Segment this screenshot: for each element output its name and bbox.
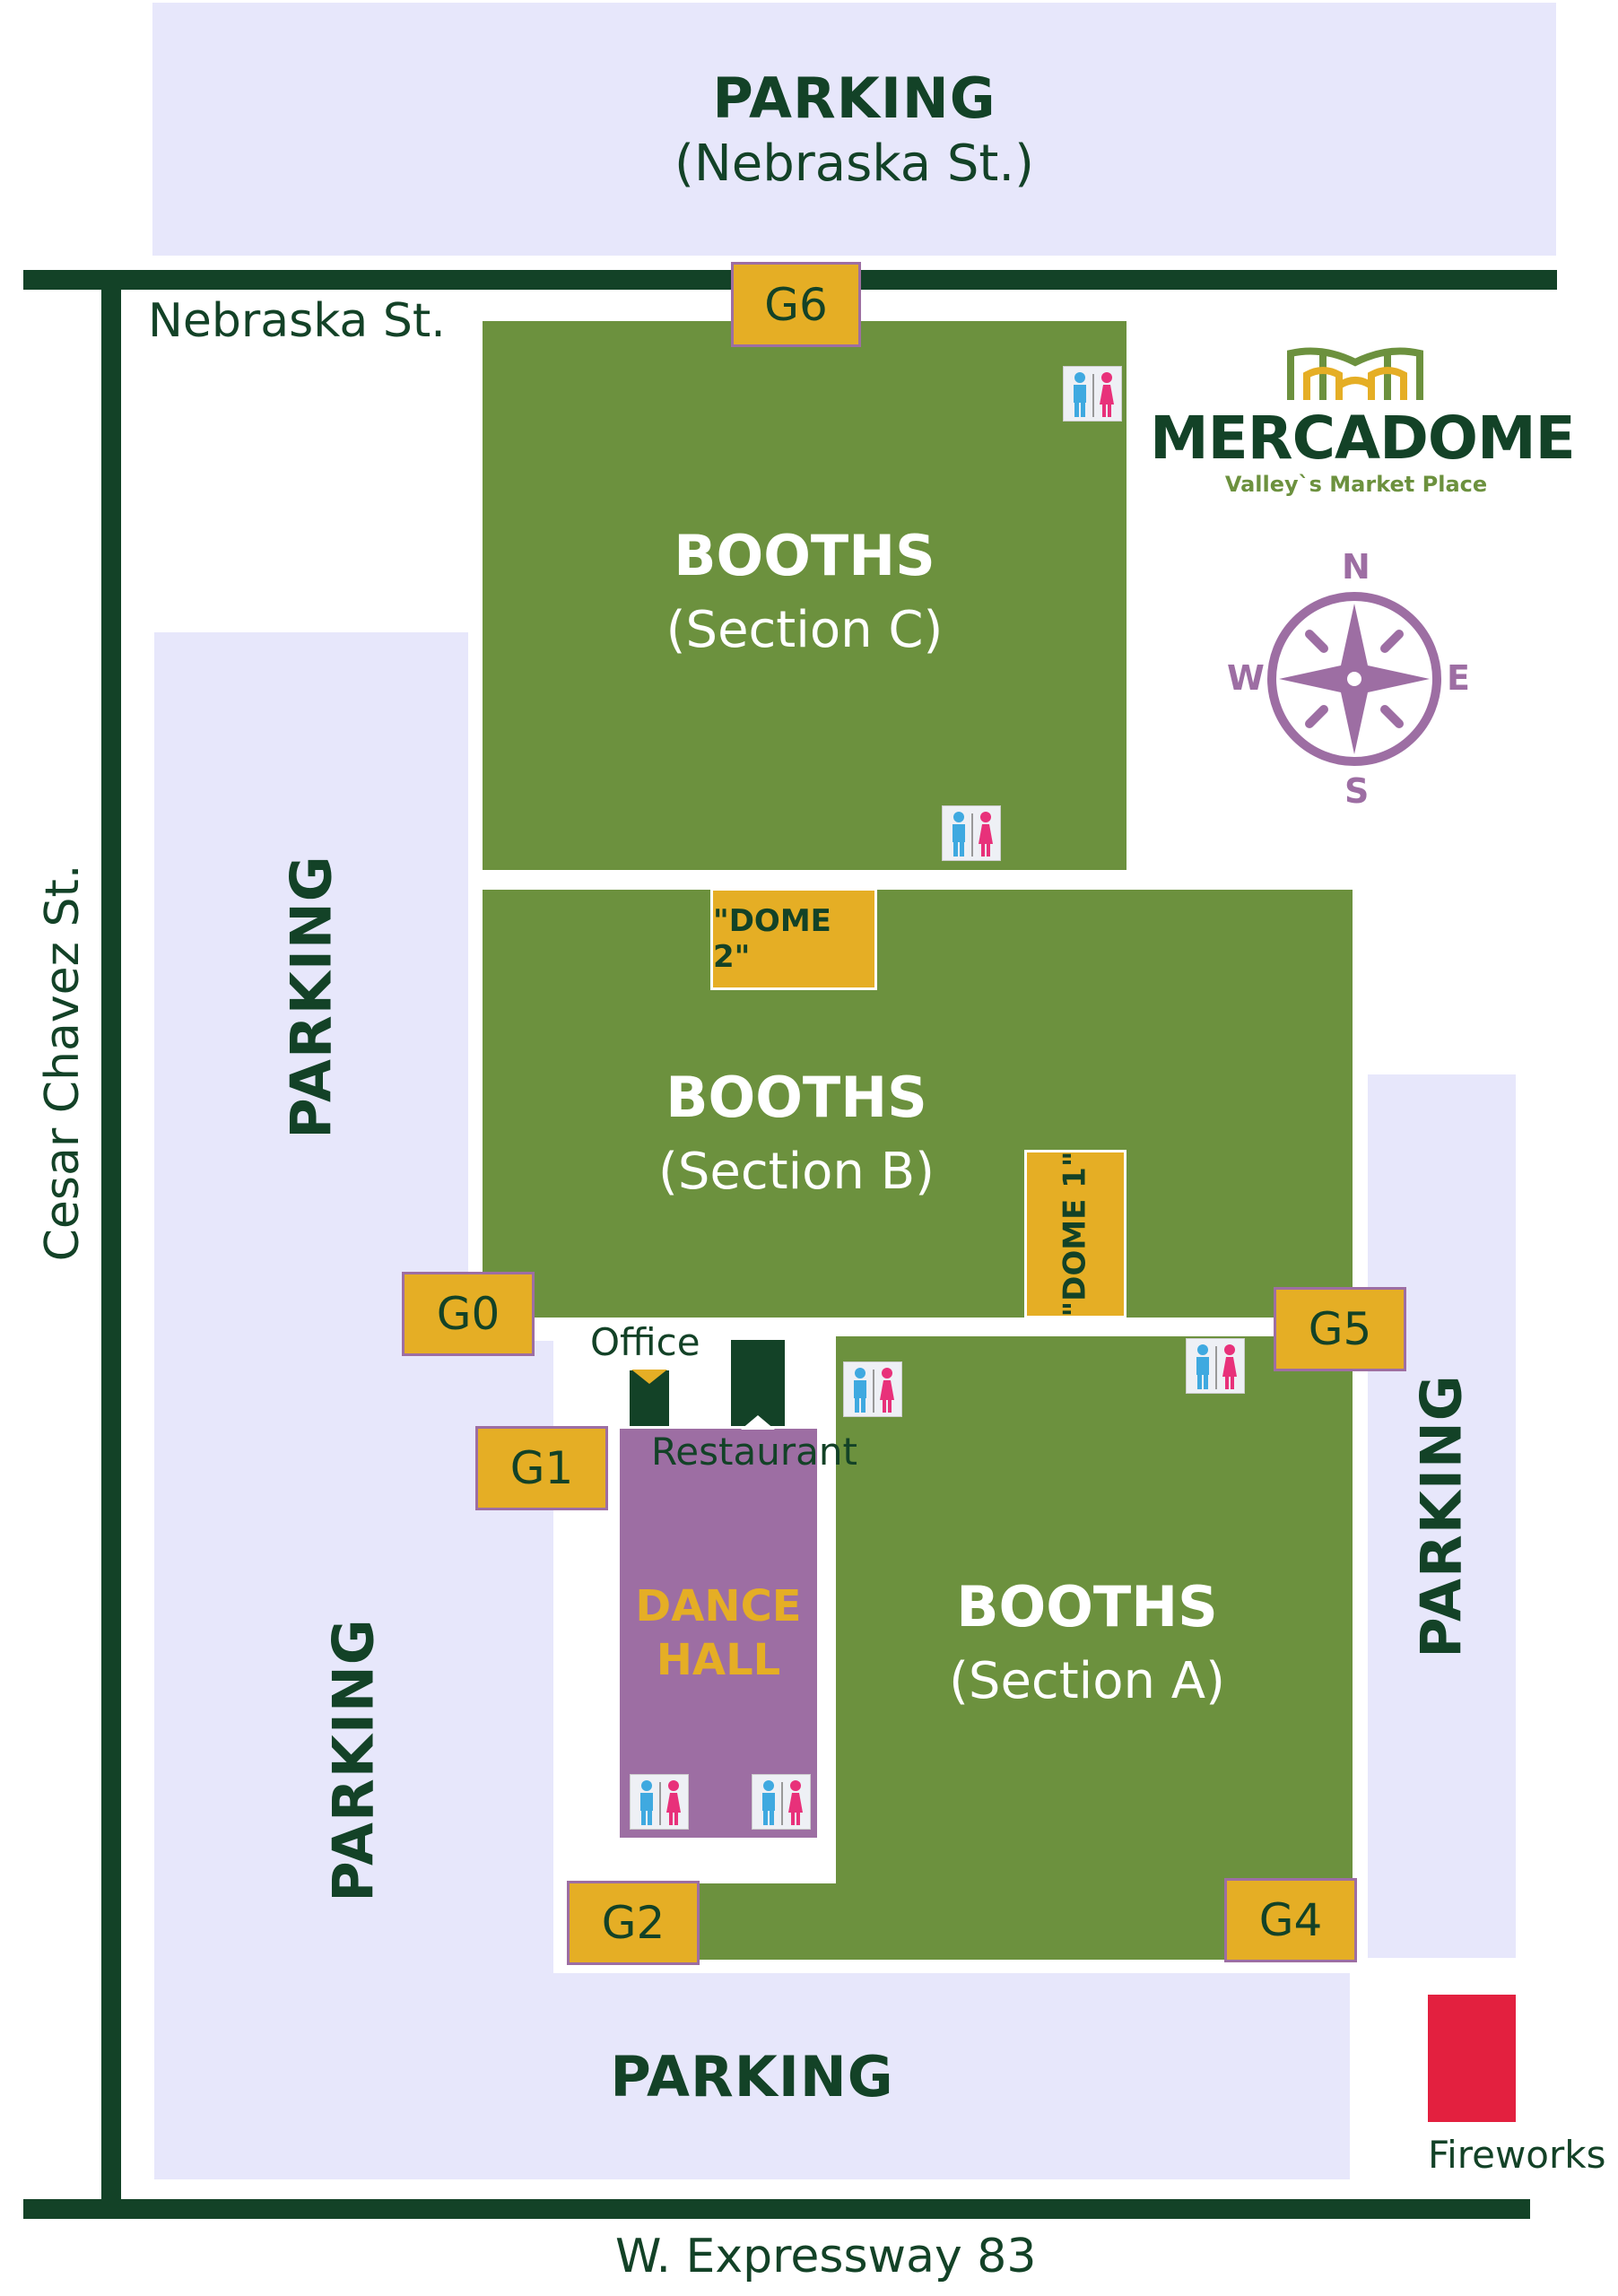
restaurant-label: Restaurant [651,1430,857,1474]
gate-g2: G2 [567,1881,700,1965]
parking-right: PARKING [1368,1074,1516,1958]
restroom-icon [942,805,1001,861]
restaurant-building [731,1340,785,1426]
brand-name: MERCADOME [1150,404,1576,473]
booths-section-b: BOOTHS (Section B) [483,890,1353,1318]
fireworks-label: Fireworks [1428,2133,1606,2177]
gate-g4: G4 [1224,1878,1357,1962]
parking-left-lower-label: PARKING [321,1618,387,1902]
compass-n: N [1342,547,1370,587]
parking-top-subtitle: (Nebraska St.) [674,135,1034,193]
booths-b-title: BOOTHS [665,1065,927,1130]
dance-hall: DANCE HALL [617,1426,820,1840]
compass-w: W [1227,658,1265,698]
mercadome-logo-icon [1287,343,1423,402]
restroom-icon [630,1774,689,1830]
dome-1: "DOME 1" [1024,1150,1127,1318]
gate-g1: G1 [475,1426,608,1510]
dance-hall-line1: DANCE [635,1581,802,1631]
street-cesar-chavez-label: Cesar Chavez St. [36,864,90,1262]
compass-e: E [1447,658,1470,698]
booths-section-a: BOOTHS (Section A) [836,1336,1353,1960]
gate-g6: G6 [731,262,861,347]
parking-right-label: PARKING [1409,1374,1474,1658]
dome-1-label: "DOME 1" [1057,1151,1094,1318]
restroom-icon [752,1774,811,1830]
restroom-icon [843,1361,902,1417]
road-expressway [23,2199,1530,2219]
compass-rose-icon [1265,552,1444,803]
gate-g0: G0 [402,1272,535,1356]
parking-left-upper-label: PARKING [278,855,344,1139]
fireworks-stand [1428,1995,1516,2122]
office-entrance-marker [631,1370,667,1384]
booths-a-subtitle: (Section A) [949,1652,1225,1710]
parking-bottom-label: PARKING [610,2043,894,2109]
parking-top-title: PARKING [712,65,996,131]
compass-s: S [1344,771,1370,811]
restaurant-entrance-marker [741,1415,775,1430]
gate-g5: G5 [1274,1287,1406,1371]
booths-c-title: BOOTHS [674,523,935,588]
parking-left-upper: PARKING [154,632,468,1341]
parking-top: PARKING (Nebraska St.) [152,3,1556,256]
booths-c-subtitle: (Section C) [665,601,944,659]
street-expressway-label: W. Expressway 83 [615,2230,1037,2283]
dance-hall-line2: HALL [656,1635,781,1685]
street-nebraska-label: Nebraska St. [148,294,446,348]
booths-section-c: BOOTHS (Section C) [483,321,1127,870]
restroom-icon [1186,1338,1245,1394]
dome-2: "DOME 2" [710,888,877,990]
brand-tagline: Valley`s Market Place [1224,472,1488,497]
parking-bottom: PARKING [154,1973,1350,2179]
road-cesar-chavez [101,280,121,2208]
office-label: Office [590,1320,700,1364]
restroom-icon [1063,366,1122,422]
booths-b-subtitle: (Section B) [658,1143,935,1201]
booths-a-title: BOOTHS [956,1574,1218,1639]
